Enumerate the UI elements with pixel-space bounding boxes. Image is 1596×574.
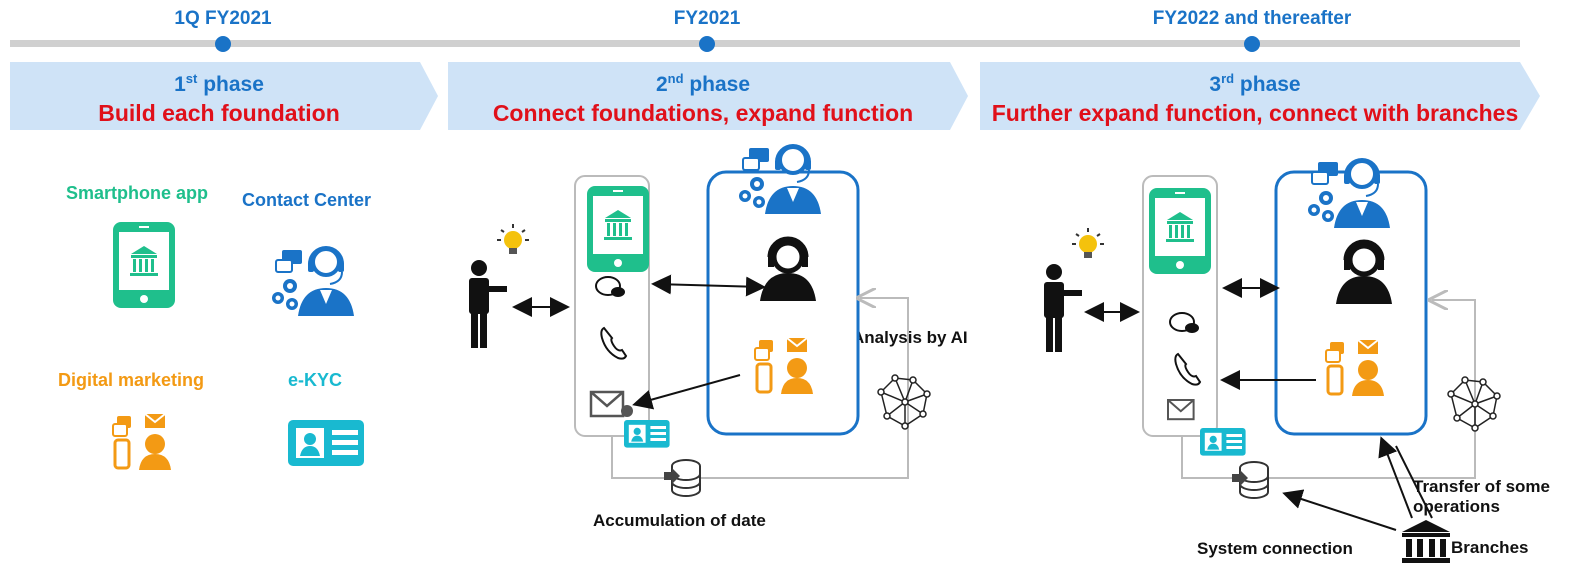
phase-3-title: 3rd phase	[1209, 71, 1301, 96]
timeline-label-2: FY2021	[673, 8, 741, 29]
phase-1-title: 1st phase	[174, 71, 264, 96]
label-contact-center: Contact Center	[242, 190, 372, 210]
smartphone-app-icon	[113, 222, 175, 308]
phase-arrow-1	[10, 62, 438, 130]
timeline-dot-1	[215, 36, 231, 52]
timeline-dot-2	[699, 36, 715, 52]
smartphone-app-icon	[587, 186, 649, 272]
timeline-dot-3	[1244, 36, 1260, 52]
label-accumulation: Accumulation of date	[593, 511, 766, 530]
phase2-diagram	[468, 144, 931, 497]
data-loop-line	[611, 298, 909, 479]
phase-2: 2nd phase Connect foundations, expand fu…	[448, 62, 958, 130]
database-icon	[663, 459, 701, 497]
digital-marketing-icon	[111, 412, 173, 472]
label-transfer: Transfer of some operations	[1413, 477, 1550, 516]
timeline-line	[10, 40, 1520, 47]
label-branches: Branches	[1451, 538, 1529, 557]
arrow-marketing-mail	[632, 374, 741, 410]
arrow-system-connection	[1282, 489, 1397, 531]
ai-network-icon	[877, 374, 931, 430]
label-digital-marketing: Digital marketing	[58, 370, 205, 390]
contact-center-icon	[270, 246, 356, 318]
mail-icon	[1166, 398, 1195, 421]
mail-icon	[589, 390, 625, 418]
phase-3-subtitle: Further expand function, connect with br…	[991, 100, 1519, 126]
label-smartphone-app: Smartphone app	[66, 183, 209, 203]
phase-arrow-2	[448, 62, 968, 130]
phase3-diagram	[1043, 158, 1501, 563]
data-loop-line	[1181, 300, 1476, 479]
customer-icon	[468, 223, 530, 349]
label-analysis-by-ai: Analysis by AI	[852, 328, 968, 347]
arrow-channel-operator	[651, 274, 766, 297]
ekyc-icon	[624, 420, 670, 448]
database-icon	[1231, 461, 1269, 499]
branch-bank-icon	[1402, 520, 1450, 563]
arrow-transfer-1	[1378, 436, 1413, 519]
phase-2-subtitle: Connect foundations, expand function	[492, 100, 914, 126]
smartphone-app-icon	[1149, 188, 1211, 274]
phase-3: 3rd phase Further expand function, conne…	[980, 62, 1530, 130]
ekyc-icon	[288, 420, 364, 466]
phase-2-title: 2nd phase	[655, 71, 751, 96]
label-ekyc: e-KYC	[288, 370, 343, 390]
label-system-connection: System connection	[1197, 539, 1353, 558]
timeline-label-3: FY2022 and thereafter	[1152, 8, 1352, 29]
ekyc-icon	[1200, 428, 1246, 456]
notification-badge	[621, 405, 633, 417]
spacer	[1284, 504, 1370, 540]
arrow-transfer-2	[1395, 445, 1433, 519]
phase-1: 1st phase Build each foundation	[10, 62, 428, 130]
customer-icon	[1043, 227, 1105, 353]
timeline-label-1: 1Q FY2021	[174, 8, 272, 29]
phase-arrow-3	[980, 62, 1540, 130]
phase-1-subtitle: Build each foundation	[98, 100, 340, 126]
